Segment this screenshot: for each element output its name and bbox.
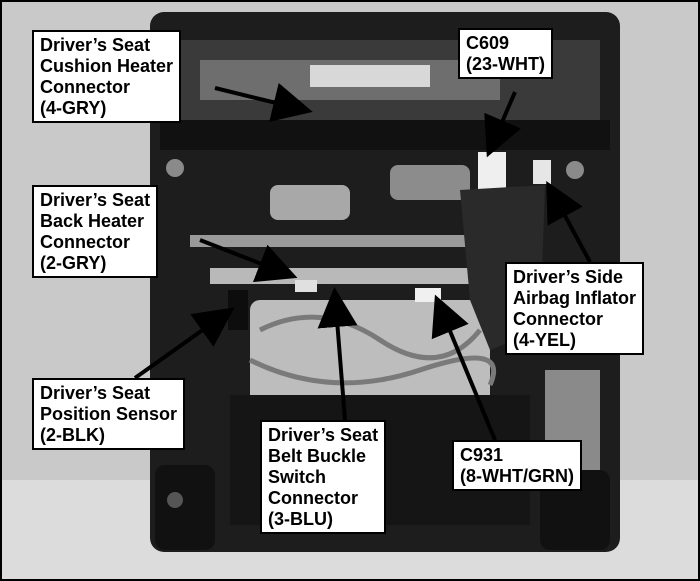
callout-cushion-heater-connector: Driver’s Seat Cushion Heater Connector (…	[32, 30, 182, 123]
callout-line: (23-WHT)	[466, 54, 545, 74]
callout-line: Driver’s Seat	[40, 190, 151, 210]
callout-line: (2-BLK)	[40, 425, 105, 445]
callout-line: Driver’s Seat	[268, 425, 379, 445]
callout-back-heater-connector: Driver’s Seat Back Heater Connector (2-G…	[32, 185, 159, 278]
callout-position-sensor: Driver’s Seat Position Sensor (2-BLK)	[32, 378, 186, 450]
callout-side-airbag-connector: Driver’s Side Airbag Inflator Connector …	[505, 262, 645, 355]
callout-line: Driver’s Seat	[40, 383, 151, 403]
callout-line: (4-GRY)	[40, 98, 107, 118]
callout-line: Airbag Inflator	[513, 288, 637, 308]
callout-line: Position Sensor	[40, 404, 178, 424]
callout-line: Cushion Heater	[40, 56, 174, 76]
callout-line: Belt Buckle	[268, 446, 367, 466]
callout-line: Connector	[513, 309, 603, 329]
callout-line: Driver’s Seat	[40, 35, 151, 55]
callout-line: Connector	[40, 77, 130, 97]
callout-line: Connector	[40, 232, 130, 252]
callout-line: C931	[460, 445, 504, 465]
callout-line: (2-GRY)	[40, 253, 107, 273]
callout-line: Connector	[268, 488, 358, 508]
callout-line: Driver’s Side	[513, 267, 624, 287]
callout-line: Switch	[268, 467, 327, 487]
callout-line: (3-BLU)	[268, 509, 333, 529]
callout-line: C609	[466, 33, 510, 53]
callout-line: Back Heater	[40, 211, 145, 231]
callout-c609: C609 (23-WHT)	[458, 28, 553, 79]
callout-line: (4-YEL)	[513, 330, 576, 350]
callout-line: (8-WHT/GRN)	[460, 466, 574, 486]
callout-c931: C931 (8-WHT/GRN)	[452, 440, 582, 491]
callout-belt-buckle-connector: Driver’s Seat Belt Buckle Switch Connect…	[260, 420, 387, 534]
